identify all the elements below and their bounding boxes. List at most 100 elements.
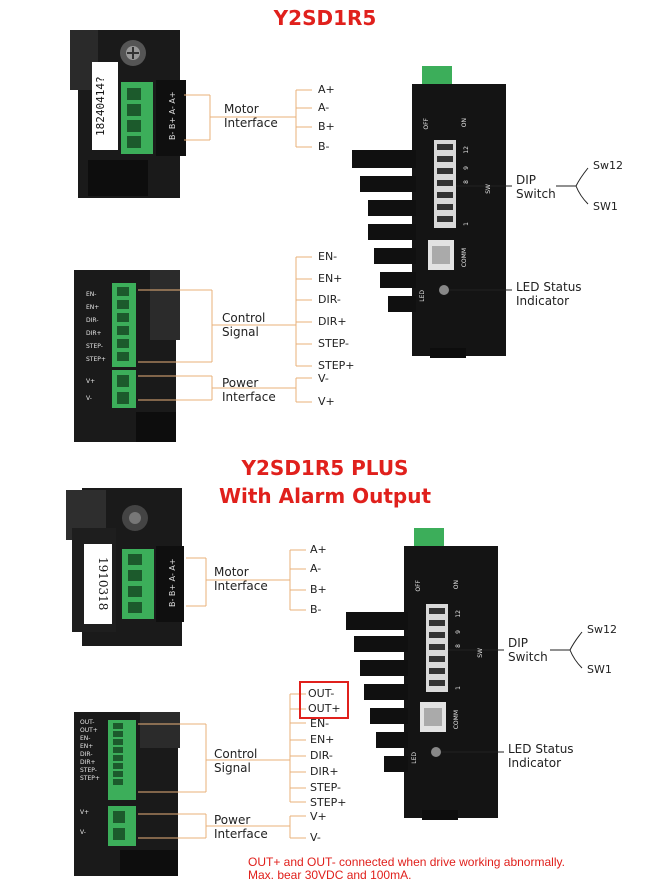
top-body-comm: COMM — [461, 248, 468, 268]
bottom-alarm-pin: OUT+ — [308, 702, 341, 715]
bottom-control-signal-label: Control Signal — [214, 747, 258, 775]
bottom-body-off: OFF — [415, 580, 422, 592]
top-title: Y2SD1R5 — [273, 6, 377, 30]
bottom-body-sw: SW — [477, 648, 484, 658]
bottom-body-12: 12 — [455, 610, 462, 618]
bottom-power-pin: V+ — [310, 810, 327, 823]
top-control-signal-label: Control Signal — [222, 311, 266, 339]
bottom-body-8: 8 — [455, 644, 462, 648]
top-control-pin: EN+ — [318, 272, 343, 285]
bottom-control-bracket — [138, 693, 306, 803]
bottom-control-pin: STEP- — [310, 781, 342, 794]
top-body-on: ON — [461, 118, 468, 128]
top-control-pin: STEP+ — [318, 359, 355, 372]
top-motor-module — [70, 30, 186, 198]
bottom-body-1: 1 — [455, 686, 462, 690]
bottom-body-led: LED — [411, 752, 418, 764]
top-side-pin: STEP- — [86, 343, 103, 350]
bottom-power-interface-label: Power Interface — [214, 813, 268, 841]
bottom-side-driver — [346, 528, 498, 820]
bottom-side-pin: V- — [80, 829, 86, 836]
top-motor-bracket — [184, 89, 312, 148]
bottom-led-status-label: LED Status Indicator — [508, 742, 574, 770]
bottom-control-pin: DIR- — [310, 749, 333, 762]
bottom-motor-interface-label: Motor Interface — [214, 565, 268, 593]
top-body-8: 8 — [463, 180, 470, 184]
top-body-off: OFF — [423, 118, 430, 130]
bottom-side-pin: DIR- — [80, 751, 93, 758]
top-side-pin: DIR- — [86, 317, 99, 324]
top-led-status-label: LED Status Indicator — [516, 280, 582, 308]
bottom-power-pin: V- — [310, 831, 321, 844]
bottom-side-pin: EN- — [80, 735, 91, 742]
top-side-driver — [352, 66, 506, 358]
bottom-dip-switch-label: DIP Switch — [508, 636, 548, 664]
bottom-motor-pin: A+ — [310, 543, 327, 556]
alarm-note-line2: Max. bear 30VDC and 100mA. — [248, 868, 412, 882]
top-motor-pin: B- — [318, 140, 330, 153]
top-motor-pin: A+ — [318, 83, 335, 96]
top-body-9: 9 — [463, 166, 470, 170]
top-motor-terminal-text: B- B+ A- A+ — [168, 91, 177, 141]
top-dip-pin: Sw12 — [593, 159, 623, 172]
bottom-body-comm: COMM — [453, 710, 460, 730]
bottom-control-module — [74, 712, 180, 876]
top-side-pin: STEP+ — [86, 356, 106, 363]
top-body-led: LED — [419, 290, 426, 302]
top-dip-leader — [456, 167, 589, 205]
alarm-highlight-box — [299, 681, 349, 719]
top-power-pin: V+ — [318, 395, 335, 408]
bottom-side-pin: DIR+ — [80, 759, 96, 766]
top-control-bracket — [138, 256, 312, 367]
top-body-sw: SW — [485, 184, 492, 194]
top-motor-pin: A- — [318, 101, 330, 114]
bottom-serial-label: 1910318 — [96, 557, 110, 611]
bottom-side-pin: STEP+ — [80, 775, 100, 782]
top-body-1: 1 — [463, 222, 470, 226]
top-side-pin: V- — [86, 395, 92, 402]
bottom-alarm-pin: OUT- — [308, 687, 335, 700]
top-dip-switch-label: DIP Switch — [516, 173, 556, 201]
bottom-title-line2: With Alarm Output — [218, 484, 432, 508]
top-body-12: 12 — [463, 146, 470, 154]
bottom-side-pin: OUT- — [80, 719, 95, 726]
bottom-dip-leader — [448, 631, 583, 669]
top-power-interface-label: Power Interface — [222, 376, 276, 404]
top-dip-pin: SW1 — [593, 200, 618, 213]
bottom-motor-terminal-text: B- B+ A- A+ — [168, 558, 177, 608]
top-side-pin: EN+ — [86, 304, 100, 311]
top-control-module — [74, 270, 180, 442]
bottom-control-pin: STEP+ — [310, 796, 347, 809]
top-motor-pin: B+ — [318, 120, 335, 133]
top-power-bracket — [138, 375, 312, 403]
bottom-motor-bracket — [186, 549, 306, 611]
top-serial-label: 18240414? — [94, 76, 107, 136]
top-side-pin: DIR+ — [86, 330, 102, 337]
top-motor-interface-label: Motor Interface — [224, 102, 278, 130]
top-control-pin: STEP- — [318, 337, 350, 350]
bottom-motor-pin: B+ — [310, 583, 327, 596]
bottom-dip-pin: Sw12 — [587, 623, 617, 636]
top-side-pin: V+ — [86, 378, 96, 385]
bottom-control-pin: EN+ — [310, 733, 335, 746]
bottom-motor-pin: B- — [310, 603, 322, 616]
bottom-dip-pin: SW1 — [587, 663, 612, 676]
bottom-side-pin: V+ — [80, 809, 90, 816]
bottom-body-on: ON — [453, 580, 460, 590]
alarm-note-line1: OUT+ and OUT- connected when drive worki… — [248, 855, 565, 869]
bottom-side-pin: EN+ — [80, 743, 94, 750]
top-control-pin: DIR- — [318, 293, 341, 306]
bottom-control-pin: DIR+ — [310, 765, 339, 778]
bottom-side-pin: OUT+ — [80, 727, 98, 734]
bottom-motor-module — [66, 488, 184, 646]
top-control-pin: EN- — [318, 250, 338, 263]
top-power-pin: V- — [318, 372, 329, 385]
top-side-pin: EN- — [86, 291, 97, 298]
bottom-power-bracket — [138, 813, 306, 839]
bottom-title-line1: Y2SD1R5 PLUS — [241, 456, 409, 480]
bottom-body-9: 9 — [455, 630, 462, 634]
bottom-control-pin: EN- — [310, 717, 330, 730]
bottom-motor-pin: A- — [310, 562, 322, 575]
top-control-pin: DIR+ — [318, 315, 347, 328]
